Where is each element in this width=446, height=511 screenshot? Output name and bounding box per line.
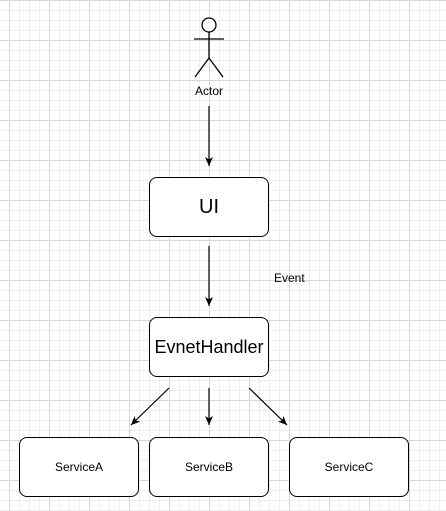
edge-handler-to-service-a [130,387,170,426]
node-ui-label: UI [199,195,219,218]
edge-label-event: Event [274,271,305,285]
node-service-a-label: ServiceA [54,460,104,474]
node-service-b-label: ServiceB [184,460,234,474]
node-service-c-label: ServiceC [324,460,374,474]
actor-stick-figure-icon [194,17,224,78]
node-service-b[interactable]: ServiceB [149,437,269,497]
node-service-a[interactable]: ServiceA [19,437,139,497]
node-ui[interactable]: UI [149,177,269,237]
node-evnet-handler-label: EvnetHandler [154,336,264,357]
node-service-c[interactable]: ServiceC [289,437,409,497]
node-evnet-handler[interactable]: EvnetHandler [149,317,269,377]
actor-label: Actor [194,84,224,98]
edge-handler-to-service-c [248,387,288,426]
